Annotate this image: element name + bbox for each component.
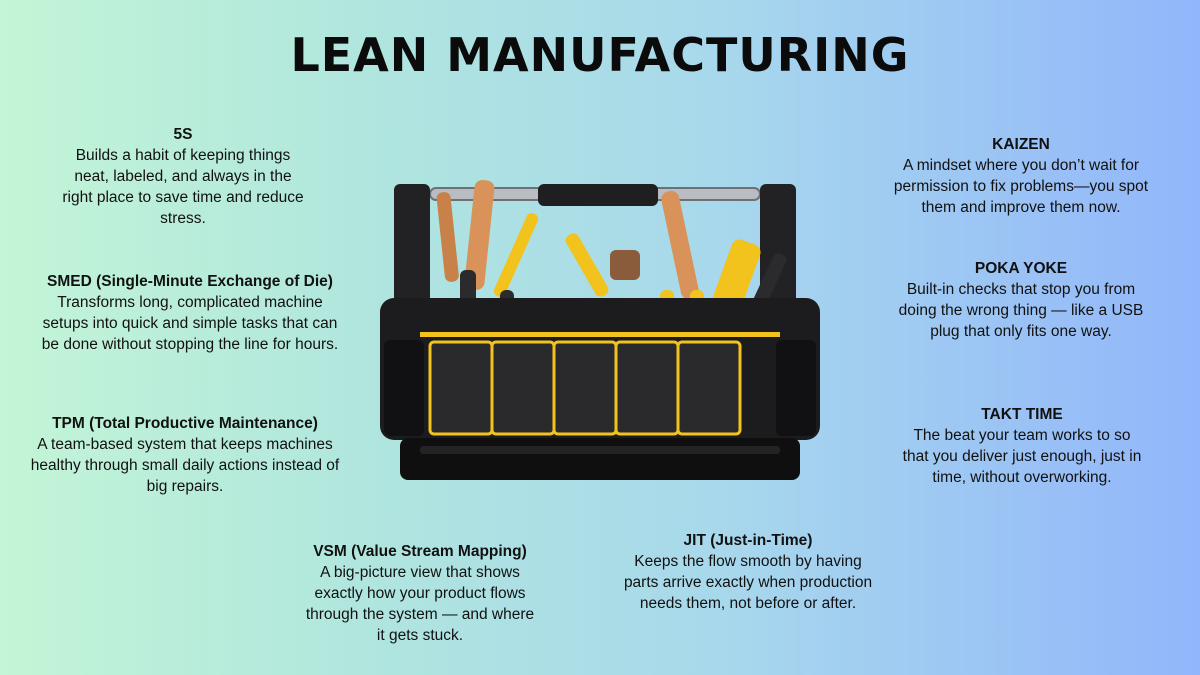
kaizen-body: A mindset where you don’t wait for permi… bbox=[893, 157, 1149, 216]
five-s-heading: 5S bbox=[173, 126, 193, 143]
tpm-body: A team-based system that keeps machines … bbox=[30, 436, 340, 495]
poka-yoke-section: POKA YOKE Built-in checks that stop you … bbox=[888, 258, 1154, 342]
kaizen-heading: KAIZEN bbox=[992, 136, 1050, 153]
takt-time-heading: TAKT TIME bbox=[981, 406, 1063, 423]
page-title: LEAN MANUFACTURING bbox=[290, 28, 910, 82]
tpm-heading: TPM (Total Productive Maintenance) bbox=[52, 415, 318, 432]
five-s-body: Builds a habit of keeping things neat, l… bbox=[62, 147, 304, 227]
five-s-section: 5S Builds a habit of keeping things neat… bbox=[60, 124, 306, 229]
smed-section: SMED (Single-Minute Exchange of Die) Tra… bbox=[40, 271, 340, 355]
poka-yoke-body: Built-in checks that stop you from doing… bbox=[898, 281, 1144, 340]
tpm-section: TPM (Total Productive Maintenance) A tea… bbox=[30, 413, 340, 497]
vsm-section: VSM (Value Stream Mapping) A big-picture… bbox=[300, 541, 540, 646]
smed-heading: SMED (Single-Minute Exchange of Die) bbox=[47, 273, 333, 290]
vsm-heading: VSM (Value Stream Mapping) bbox=[313, 543, 527, 560]
jit-body: Keeps the flow smooth by having parts ar… bbox=[623, 553, 873, 612]
vsm-body: A big-picture view that shows exactly ho… bbox=[305, 564, 535, 644]
toolbox-icon bbox=[360, 170, 840, 490]
jit-heading: JIT (Just-in-Time) bbox=[683, 532, 813, 549]
smed-body: Transforms long, complicated machine set… bbox=[41, 294, 339, 353]
jit-section: JIT (Just-in-Time) Keeps the flow smooth… bbox=[620, 530, 876, 614]
takt-time-body: The beat your team works to so that you … bbox=[902, 427, 1142, 486]
takt-time-section: TAKT TIME The beat your team works to so… bbox=[900, 404, 1144, 488]
kaizen-section: KAIZEN A mindset where you don’t wait fo… bbox=[890, 134, 1152, 218]
poka-yoke-heading: POKA YOKE bbox=[974, 260, 1068, 277]
